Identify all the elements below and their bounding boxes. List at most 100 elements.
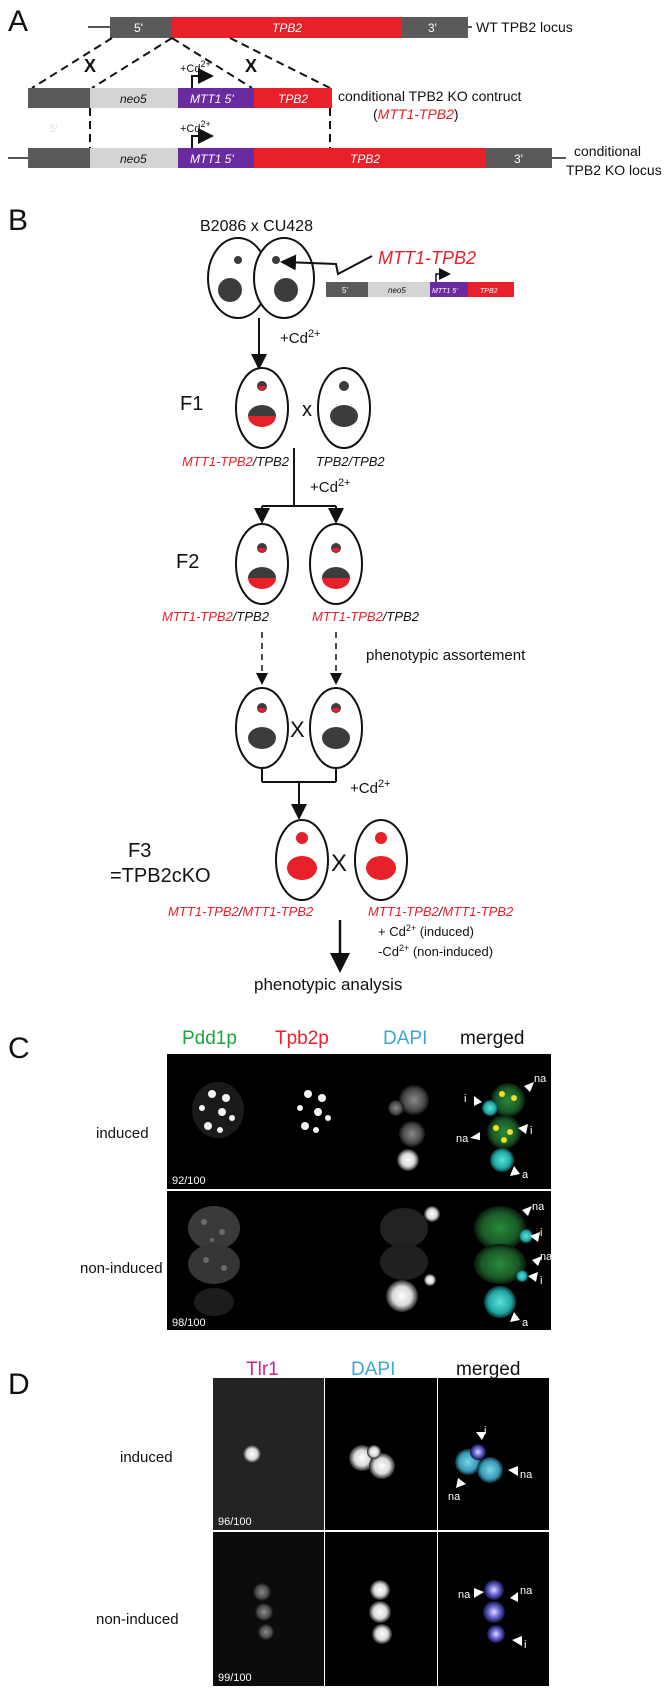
f1-genotype-right: TPB2/TPB2 [316, 454, 385, 469]
f3-genotype-right: MTT1-TPB2/MTT1-TPB2 [368, 904, 514, 919]
f1-cross-x: x [302, 399, 312, 421]
promoter-arrow-icon [191, 68, 214, 88]
f1-label: F1 [180, 393, 203, 415]
f2-genotype-right: MTT1-TPB2/TPB2 [312, 609, 420, 624]
panel-c: C Pdd1p Tpb2p DAPI merged induced non-in… [8, 1028, 553, 1330]
arrow-label-a-c: a [522, 1169, 529, 1181]
construct-cd-label: +Cd2+ [180, 59, 211, 75]
f2-cell-right [309, 523, 363, 605]
assorted-cross-x: X [290, 717, 305, 742]
arrow-label-i-1-d: i [484, 1425, 486, 1437]
noninduced-condition-label: -Cd2+ (non-induced) [378, 943, 493, 959]
tile-c-pdd1p-noninduced [167, 1191, 263, 1330]
arrow-label-na-1-d: na [520, 1469, 533, 1481]
tile-c-merged-noninduced: na i na i a [454, 1191, 553, 1330]
ko-tpb2-segment [254, 148, 486, 168]
ko-locus-label-1: conditional [574, 143, 641, 159]
row-label-noninduced-c: non-induced [80, 1260, 163, 1277]
count-noninduced-d: 99/100 [218, 1672, 252, 1684]
tile-c-dapi-noninduced [358, 1191, 454, 1330]
cd-label-2: +Cd2+ [310, 477, 350, 496]
f3-label: F3 [128, 840, 151, 862]
ko-3prime-segment [486, 148, 552, 168]
count-noninduced-c: 98/100 [172, 1317, 206, 1329]
row-label-noninduced-d: non-induced [96, 1611, 179, 1628]
header-dapi-d: DAPI [351, 1359, 395, 1380]
panel-a-letter: A [8, 5, 28, 38]
panel-b: B B2086 x CU428 MTT1-TPB2 5' neo5 MTT1 5… [8, 204, 526, 994]
panel-d: D Tlr1 DAPI merged induced non-induced [8, 1359, 549, 1686]
induced-condition-label: + Cd2+ (induced) [378, 923, 474, 939]
count-induced-d: 96/100 [218, 1516, 252, 1528]
arrow-label-na-2-c: na [456, 1133, 469, 1145]
transformation-construct-label: MTT1-TPB2 [378, 248, 476, 268]
wt-5prime-label: 5' [134, 21, 143, 35]
f2-label: F2 [176, 551, 199, 573]
wt-3prime-label: 3' [428, 21, 437, 35]
construct-mtt1-label: MTT1 5' [190, 92, 234, 106]
wt-locus-label: WT TPB2 locus [476, 19, 573, 35]
ko-promoter-arrow-icon [191, 128, 214, 148]
mini-neo5-label: neo5 [388, 286, 406, 295]
transformation-arrow-icon [280, 254, 373, 276]
count-induced-c: 92/100 [172, 1175, 206, 1187]
mini-tpb2-label: TPB2 [480, 288, 498, 295]
row-label-induced-c: induced [96, 1125, 149, 1142]
header-tlr1: Tlr1 [246, 1359, 279, 1380]
arrow-label-na-4-d: na [520, 1585, 533, 1597]
mini-5prime-label: 5' [342, 286, 348, 295]
cd-label-1: +Cd2+ [280, 328, 320, 347]
construct-tpb2-segment [254, 88, 332, 108]
panel-a: A 5' TPB2 3' WT TPB2 locus X X neo5 MTT1… [8, 5, 662, 178]
ko-5prime-segment [28, 148, 90, 168]
ko-mtt1-segment [178, 148, 254, 168]
header-tpb2p: Tpb2p [275, 1028, 329, 1049]
tile-c-merged-induced: na i na i a [454, 1054, 551, 1189]
f1-genotype-left: MTT1-TPB2/TPB2 [182, 454, 290, 469]
ko-3prime-label: 3' [514, 152, 523, 166]
arrow-label-i-3-c: i [540, 1227, 542, 1239]
ko-5prime-ghost-label: 5' [50, 124, 58, 135]
tile-c-tpb2p-noninduced [263, 1191, 358, 1330]
tile-d-merged-noninduced: na na i [438, 1532, 549, 1686]
header-merged-d: merged [456, 1359, 520, 1380]
row-label-induced-d: induced [120, 1449, 173, 1466]
construct-label: conditional TPB2 KO contruct [338, 88, 522, 104]
crossover-x-left: X [84, 56, 96, 76]
ko-tpb2-label: TPB2 [350, 152, 380, 166]
header-merged-c: merged [460, 1028, 524, 1049]
mini-mtt1-label: MTT1 5' [432, 288, 458, 295]
panel-b-letter: B [8, 204, 28, 237]
construct-neo5-segment [90, 88, 178, 108]
tile-d-dapi-induced [325, 1378, 437, 1530]
arrow-label-na-3-c: na [532, 1201, 545, 1213]
construct-mtt1-segment [178, 88, 254, 108]
arrow-label-na-2-d: na [448, 1491, 461, 1503]
f3-cross-x: X [331, 850, 347, 877]
arrow-label-i-2-c: i [530, 1125, 532, 1137]
tile-d-merged-induced: i na na [438, 1378, 549, 1530]
arrow-label-i-2-d: i [524, 1639, 526, 1651]
ko-neo5-segment [90, 148, 178, 168]
arrow-label-na-1-c: na [534, 1073, 547, 1085]
arrow-label-na-3-d: na [458, 1589, 471, 1601]
phenotypic-analysis-label: phenotypic analysis [254, 975, 402, 994]
crossover-x-right: X [245, 56, 257, 76]
tile-c-pdd1p-induced [167, 1054, 263, 1189]
construct-name-line: (MTT1-TPB2) [373, 106, 459, 122]
cd-label-3: +Cd2+ [350, 778, 390, 797]
f2-cell-left [235, 523, 289, 605]
wt-tpb2-segment [172, 17, 402, 38]
arrow-label-i-1-c: i [464, 1093, 466, 1105]
wt-tpb2-label: TPB2 [272, 21, 302, 35]
wt-3prime-segment [402, 17, 468, 38]
construct-5prime-segment [28, 88, 90, 108]
header-dapi-c: DAPI [383, 1028, 427, 1049]
panel-c-letter: C [8, 1032, 30, 1065]
construct-neo5-label: neo5 [120, 92, 147, 106]
tile-c-tpb2p-induced [263, 1054, 358, 1189]
ko-neo5-label: neo5 [120, 152, 147, 166]
header-pdd1p: Pdd1p [182, 1028, 237, 1049]
tile-d-tlr1-induced [213, 1378, 324, 1530]
